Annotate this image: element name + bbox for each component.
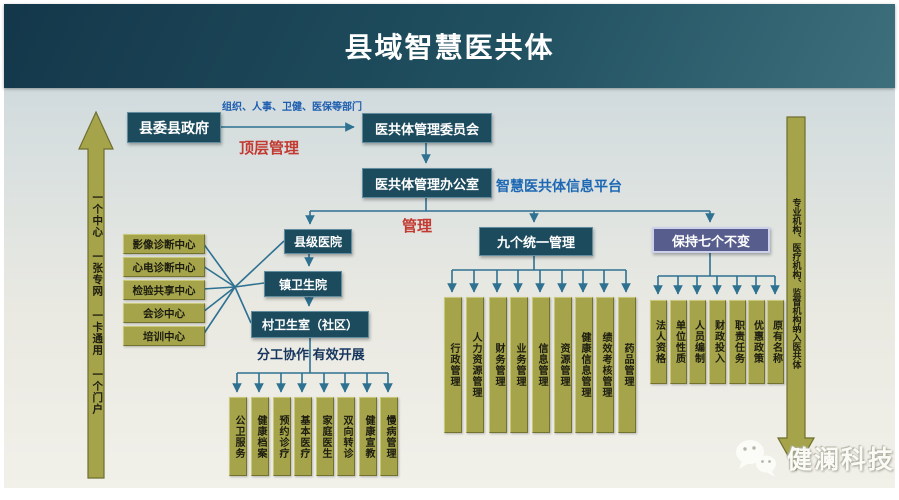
office-box: 医共体管理办公室 [362,168,492,198]
nine-unified-bar: 行政管理 [444,297,462,433]
departments-note: 组织、人事、卫健、医保等部门 [222,102,362,113]
seven-unchanged-bar: 职责任务 [729,300,746,384]
slide-header: 县域智慧医共体 [4,4,895,88]
wechat-icon [736,440,776,477]
service-bar: 公卫服务 [229,397,247,476]
platform-label: 智慧医共体信息平台 [496,178,622,194]
service-bar: 基本医疗 [294,397,312,476]
cooperation-label: 分工协作 有效开展 [257,347,365,362]
top-level-management-label: 顶层管理 [239,140,300,157]
nine-unified-box: 九个统一管理 [479,227,593,256]
seven-unchanged-box: 保持七个不变 [652,227,770,253]
nine-unified-bar: 绩效考核管理 [596,297,614,433]
seven-unchanged-bar: 人员编制 [689,300,706,384]
service-bar: 预约诊疗 [273,397,291,476]
nine-unified-bar: 资源管理 [554,297,572,433]
committee-box: 医共体管理委员会 [362,113,492,143]
nine-unified-bar: 药品管理 [618,297,636,433]
watermark-text: 健澜科技 [787,446,896,474]
watermark: 健澜科技 [733,438,895,478]
seven-unchanged-bar: 原有名称 [767,300,784,384]
service-bar: 健康宣教 [359,397,377,476]
nine-unified-bar: 信息管理 [532,297,550,433]
seven-unchanged-bar: 财政投入 [709,300,726,384]
nine-unified-bar: 人力资源管理 [466,297,484,433]
nine-unified-bar: 业务管理 [510,297,528,433]
management-label: 管理 [402,218,433,235]
shared-center-item: 检验共享中心 [123,280,205,300]
service-bar: 双向转诊 [337,397,355,476]
shared-center-item: 心电诊断中心 [123,257,205,277]
shared-center-item: 会诊中心 [123,303,205,323]
page-title: 县域智慧医共体 [344,32,555,63]
seven-unchanged-bar: 法人资格 [650,300,667,384]
left-axis-label: 一个中心 一张专网 一卡通用 一个门户 [91,192,104,415]
shared-center-item: 影像诊断中心 [123,234,205,254]
shared-center-item: 培训中心 [123,326,205,346]
seven-unchanged-bar: 单位性质 [670,300,687,384]
right-axis-label: 专业机构、医疗机构、监督机构纳入医共体 [791,198,802,369]
seven-unchanged-bar: 优惠政策 [748,300,765,384]
service-bar: 家庭医生 [316,397,334,476]
county-hospital-box: 县级医院 [284,229,352,254]
service-bar: 健康档案 [251,397,269,476]
nine-unified-bar: 财务管理 [489,297,507,433]
government-box: 县委县政府 [127,112,221,143]
town-hospital-box: 镇卫生院 [264,271,342,297]
nine-unified-bar: 健康信息管理 [575,297,593,433]
service-bar: 慢病管理 [380,397,398,476]
village-clinic-box: 村卫生室（社区） [251,311,369,338]
